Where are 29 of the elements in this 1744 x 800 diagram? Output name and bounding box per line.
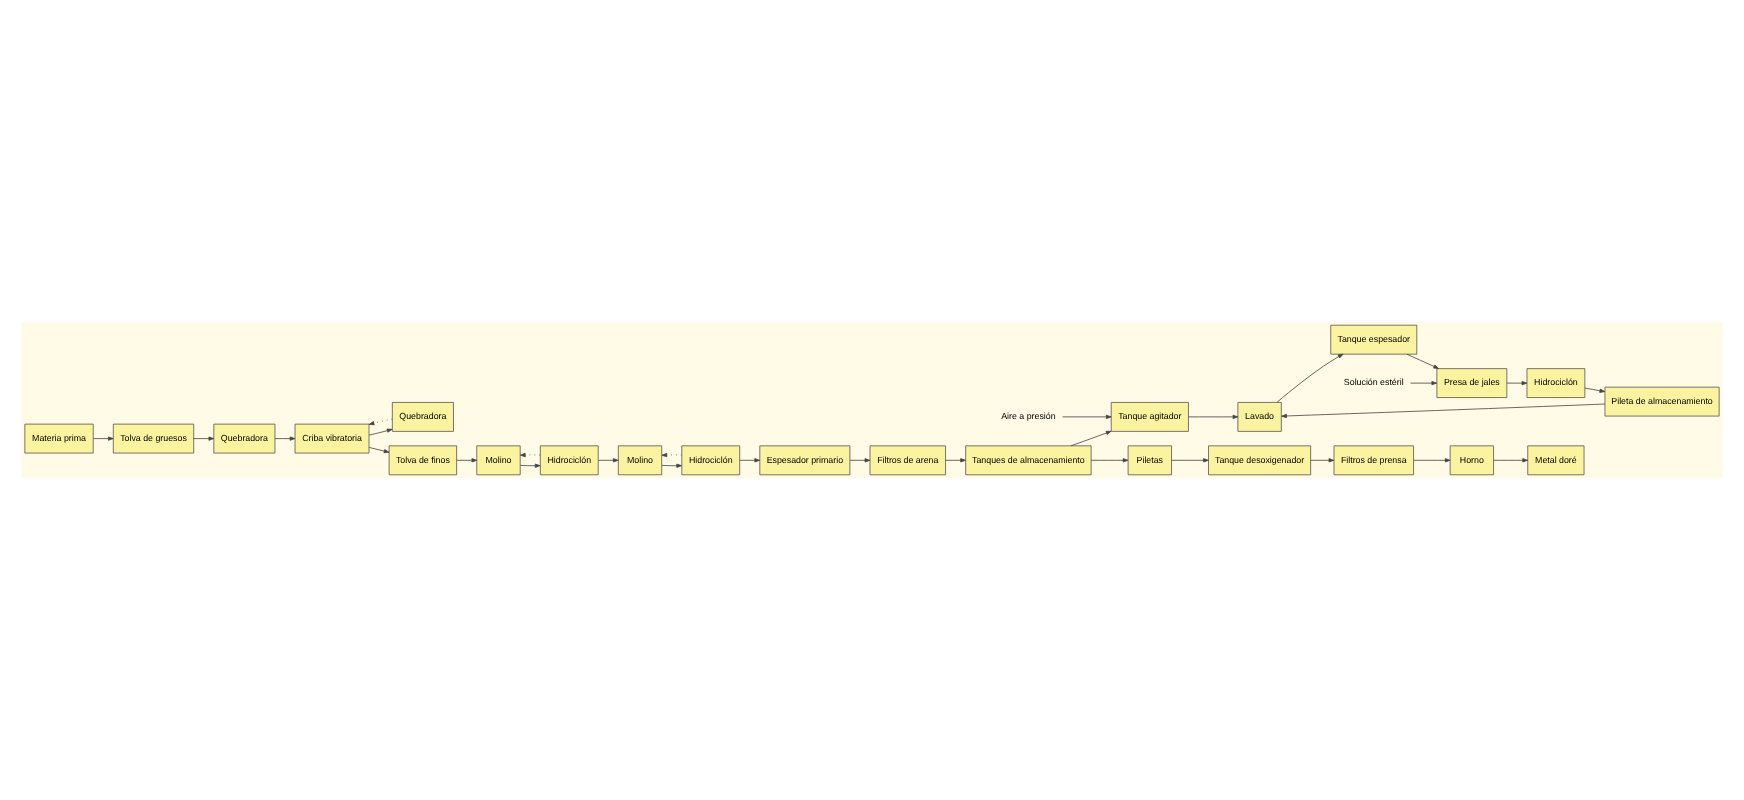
- arrow: [520, 463, 541, 468]
- arrow: [945, 458, 966, 463]
- arrow: [368, 428, 393, 436]
- arrow: [1281, 403, 1606, 419]
- arrow: [661, 452, 682, 458]
- arrow: [1584, 387, 1606, 393]
- arrow: [274, 436, 296, 441]
- arrow: [1062, 414, 1112, 419]
- arrow: [193, 436, 215, 441]
- arrow: [1506, 381, 1528, 386]
- arrow: [1171, 458, 1209, 463]
- arrow: [849, 458, 871, 463]
- arrow: [456, 458, 478, 463]
- arrow: [1070, 430, 1112, 447]
- arrow: [1413, 458, 1451, 463]
- arrow: [368, 447, 390, 454]
- arrow: [1406, 353, 1439, 369]
- arrow: [1090, 458, 1129, 463]
- arrow: [1310, 458, 1335, 463]
- arrow: [92, 436, 114, 441]
- arrow: [739, 458, 760, 463]
- arrow: [1493, 458, 1528, 463]
- arrow: [1410, 381, 1438, 386]
- arrow: [1188, 414, 1239, 419]
- arrow: [661, 463, 682, 468]
- arrow: [598, 458, 619, 463]
- arrow: [520, 452, 541, 458]
- arrow: [1276, 353, 1344, 403]
- arrow: [368, 418, 393, 426]
